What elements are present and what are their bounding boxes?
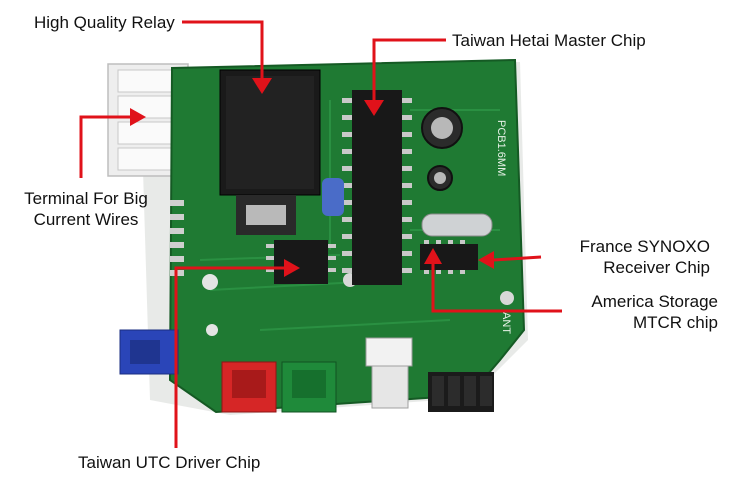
terminal-label-line2: Current Wires [33, 210, 139, 229]
pcb-code-text: PCB1.6MM [495, 120, 507, 176]
driver-chip [266, 240, 336, 284]
receiver-label-line1: France SYNOXO [579, 237, 710, 256]
terminal-block [107, 63, 189, 177]
receiver-label-line2: Receiver Chip [603, 258, 710, 277]
ant-text: ANT [500, 312, 512, 334]
storage-label: America Storage MTCR chip [520, 291, 718, 333]
crystal [421, 213, 493, 237]
terminal-label-line1: Terminal For Big [24, 189, 148, 208]
capacitors [421, 107, 463, 191]
arrow-heads [130, 78, 494, 277]
connector-green [281, 361, 337, 413]
blue-capacitor [322, 178, 344, 216]
connector-red [221, 361, 277, 413]
connector-black [428, 372, 494, 412]
connector-white [365, 337, 413, 409]
relay-label: High Quality Relay [34, 13, 175, 32]
driver-label: Taiwan UTC Driver Chip [78, 453, 261, 472]
storage-label-line1: America Storage [591, 292, 718, 311]
terminal-label: Terminal For Big Current Wires [8, 188, 164, 230]
annotation-arrows [79, 20, 562, 448]
connector-blue [119, 329, 179, 375]
master-chip [342, 90, 412, 285]
relay-component [219, 69, 321, 235]
master-chip-label: Taiwan Hetai Master Chip [452, 31, 646, 50]
receiver-label: France SYNOXO Receiver Chip [510, 236, 710, 278]
storage-label-line2: MTCR chip [632, 313, 718, 332]
